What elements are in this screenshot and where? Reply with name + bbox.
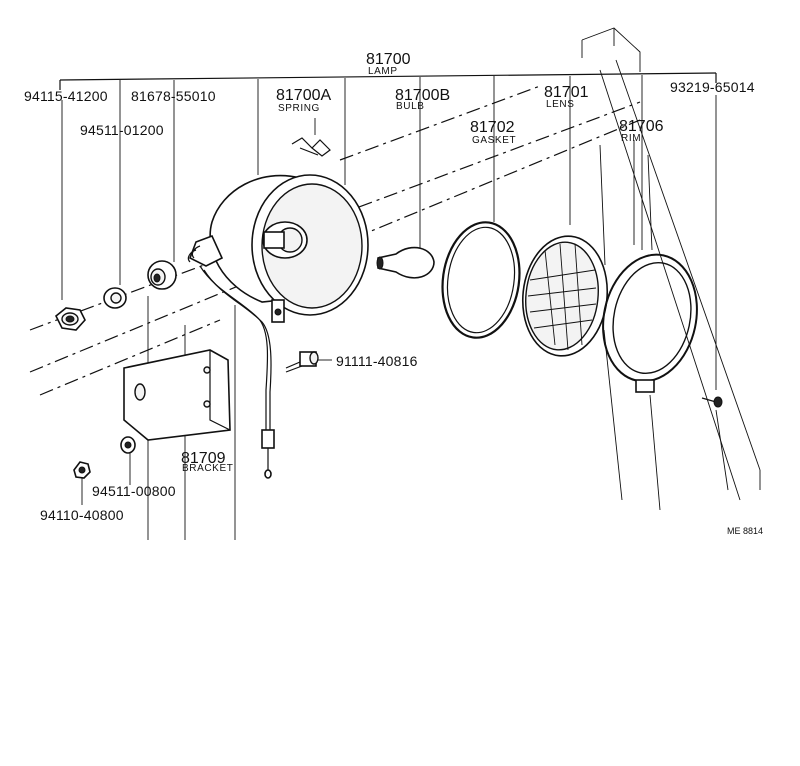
grommet-number-label: 81678-55010 xyxy=(131,88,216,104)
lamp-number-label: 81700 xyxy=(366,51,411,68)
lamp-name-label: LAMP xyxy=(368,66,398,77)
lens-part xyxy=(521,235,609,357)
bulb-part xyxy=(376,246,435,279)
small-nut-part xyxy=(73,461,91,479)
lamp-housing-part xyxy=(187,174,369,479)
gasket-part xyxy=(441,221,521,339)
gasket-number-label: 81702 xyxy=(470,119,515,136)
small-washer-part xyxy=(120,436,136,454)
lamp-assembly-bracket xyxy=(59,72,717,285)
bracket-number-label: 81709 xyxy=(181,450,226,467)
bracket-name-label: BRACKET xyxy=(182,463,233,474)
spring-name-label: SPRING xyxy=(278,103,320,114)
labels: 81700 LAMP 94115-41200 81678-55010 94511… xyxy=(24,51,763,536)
large-nut-number-label: 94115-41200 xyxy=(24,88,108,104)
small-washer-number-label: 94511-00800 xyxy=(92,483,176,499)
large-nut-part xyxy=(54,307,86,331)
bolt-part xyxy=(285,351,319,373)
figure-code-label: ME 8814 xyxy=(727,526,763,536)
bulb-number-label: 81700B xyxy=(395,87,450,104)
small-nut-number-label: 94110-40800 xyxy=(40,507,124,523)
bulb-name-label: BULB xyxy=(396,101,425,112)
rim-number-label: 81706 xyxy=(619,118,664,135)
bracket-part xyxy=(123,349,231,441)
bolt-number-label: 91111-40816 xyxy=(336,353,418,369)
spring-number-label: 81700A xyxy=(276,87,331,104)
grommet-part xyxy=(147,260,177,290)
screw-part xyxy=(701,396,723,408)
spring-clip-part xyxy=(291,137,331,157)
lens-name-label: LENS xyxy=(546,99,575,110)
rim-name-label: RIM xyxy=(621,133,641,144)
rim-part xyxy=(602,253,698,393)
screw-number-label: 93219-65014 xyxy=(670,79,755,95)
gasket-name-label: GASKET xyxy=(472,135,516,146)
lens-number-label: 81701 xyxy=(544,84,589,101)
large-washer-number-label: 94511-01200 xyxy=(80,122,164,138)
large-washer-part xyxy=(103,287,127,309)
